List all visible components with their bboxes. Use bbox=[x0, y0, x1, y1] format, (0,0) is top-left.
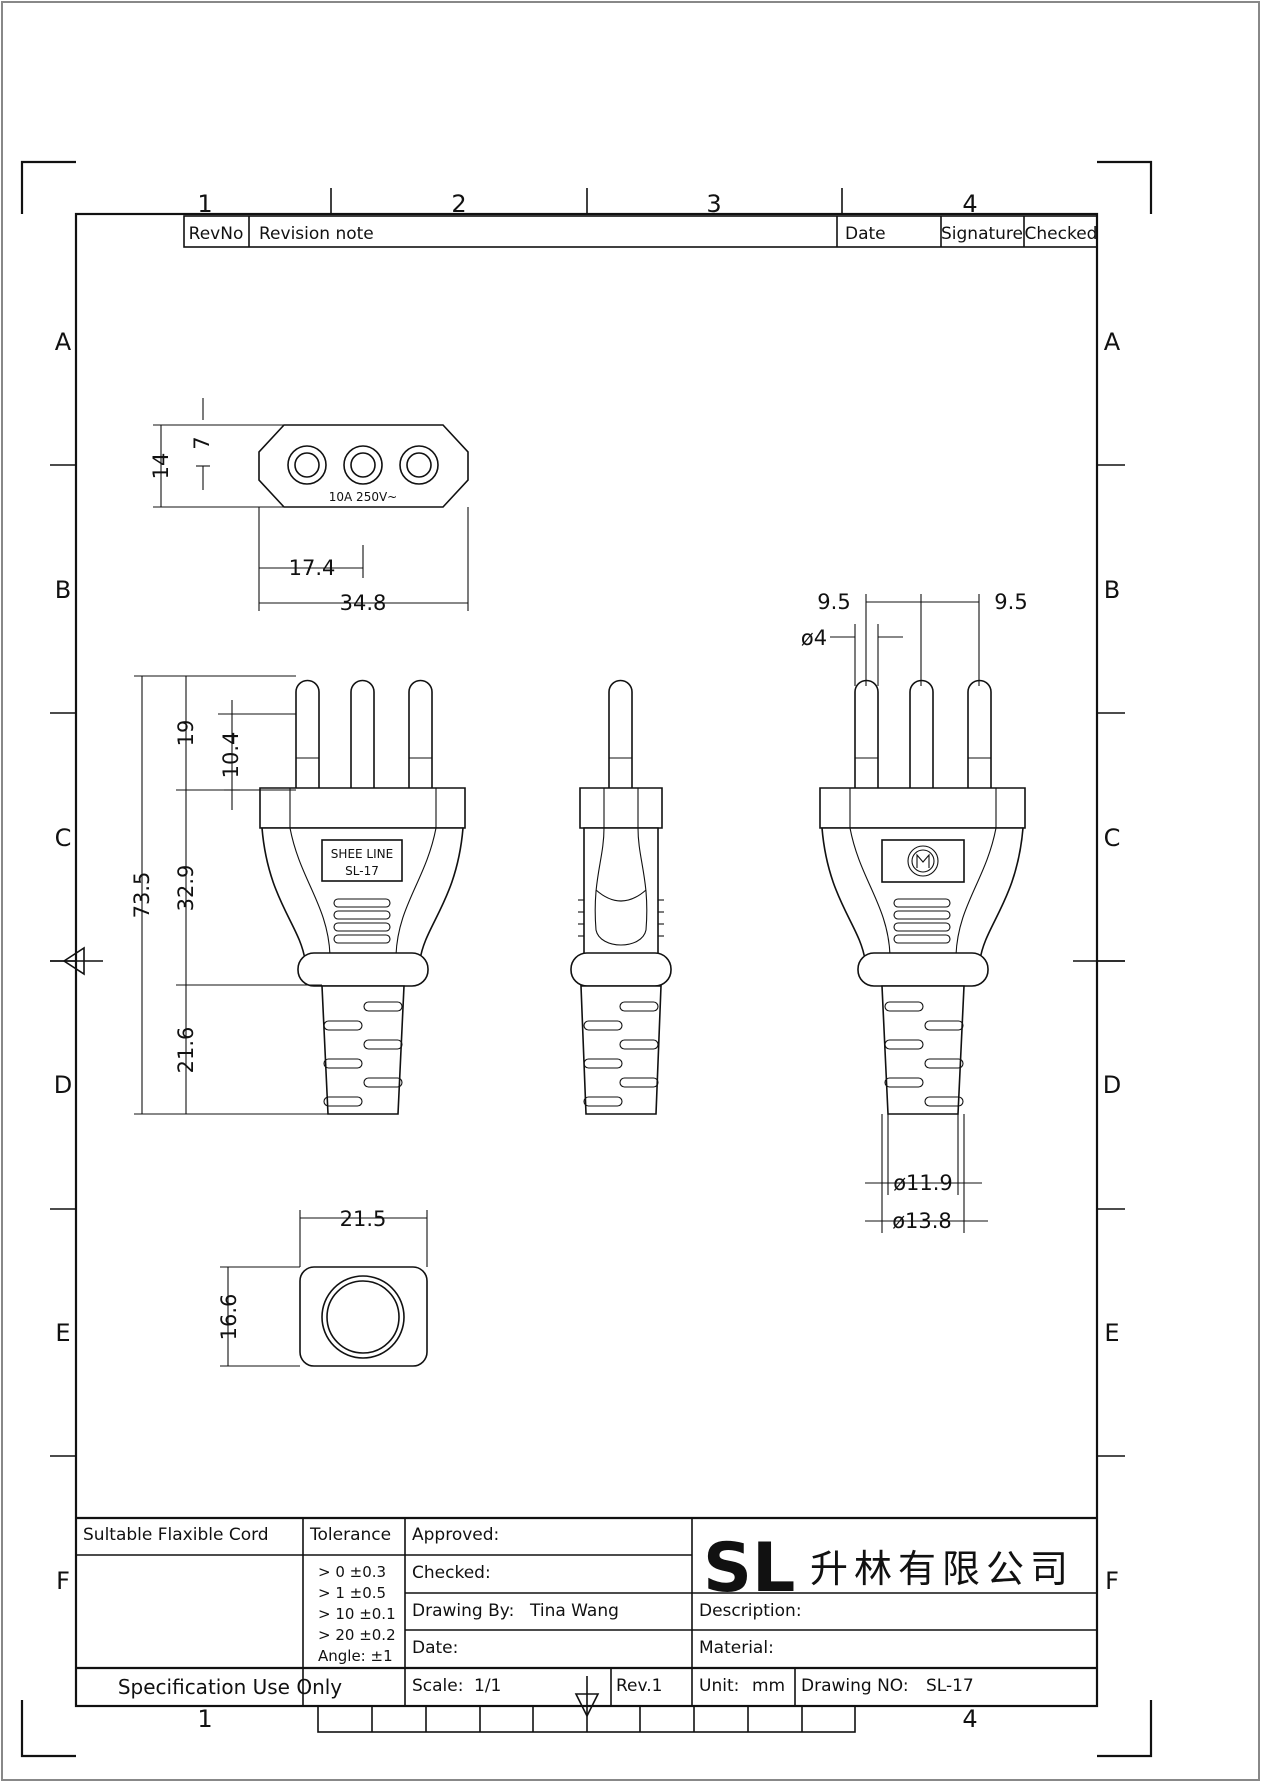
dim-cord-dia-inner: ø11.9 bbox=[893, 1171, 953, 1195]
dim-cord-dia-outer: ø13.8 bbox=[892, 1209, 952, 1233]
dim-pin-pitch-right: 9.5 bbox=[994, 590, 1027, 614]
certification-mark-icon bbox=[907, 845, 939, 877]
revision-table: RevNo Revision note Date Signature Check… bbox=[183, 215, 1098, 248]
dim-body-length: 32.9 bbox=[174, 865, 198, 912]
row-label-c: C bbox=[55, 824, 72, 852]
spec-use-only: Specification Use Only bbox=[118, 1675, 342, 1699]
dim-pin-diameter: ø4 bbox=[801, 626, 827, 650]
dim-face-half-width: 17.4 bbox=[289, 556, 336, 580]
row-label-d: D bbox=[54, 1071, 72, 1099]
scale-label: Scale: bbox=[412, 1676, 463, 1696]
approved-label: Approved: bbox=[412, 1525, 499, 1545]
row-label-e: E bbox=[55, 1319, 70, 1347]
signature-header: Signature bbox=[941, 224, 1023, 244]
dim-pin-length: 19 bbox=[174, 720, 198, 747]
dim-face-height: 14 bbox=[149, 453, 173, 480]
col-label-1: 1 bbox=[197, 190, 212, 218]
front-label-line2: SL-17 bbox=[345, 864, 379, 878]
revno-header: RevNo bbox=[189, 224, 244, 244]
plug-bottom-view: 21.5 16.6 bbox=[217, 1207, 428, 1367]
row-label-f-right: F bbox=[1105, 1567, 1119, 1595]
checked-header: Checked bbox=[1025, 224, 1098, 244]
cord-header: Sultable Flaxible Cord bbox=[83, 1525, 269, 1545]
plug-back-view: 9.5 9.5 ø4 ø11.9 ø13.8 bbox=[801, 590, 1028, 1233]
scale-value: 1/1 bbox=[474, 1676, 501, 1696]
description-label: Description: bbox=[699, 1601, 802, 1621]
col-label-3: 3 bbox=[706, 190, 721, 218]
row-label-b-right: B bbox=[1104, 576, 1120, 604]
centering-mark-icon bbox=[50, 946, 1125, 976]
unit-label: Unit: bbox=[699, 1676, 739, 1696]
rating-marking: 10A 250V~ bbox=[329, 490, 397, 504]
plug-side-view bbox=[570, 679, 672, 1115]
plug-face-view: 10A 250V~ 14 7 17.4 34.8 bbox=[149, 398, 469, 615]
dim-pin-pitch-left: 9.5 bbox=[817, 590, 850, 614]
dim-bottom-width: 21.5 bbox=[340, 1207, 387, 1231]
plug-front-view: SHEE LINE SL-17 bbox=[130, 675, 466, 1115]
dim-face-half-height: 7 bbox=[190, 436, 214, 449]
row-label-e-right: E bbox=[1104, 1319, 1119, 1347]
row-label-b: B bbox=[55, 576, 71, 604]
col-label-1-bottom: 1 bbox=[197, 1705, 212, 1733]
rev-label: Rev.1 bbox=[616, 1676, 662, 1696]
dim-face-width: 34.8 bbox=[340, 591, 387, 615]
title-block: Sultable Flaxible Cord Tolerance > 0 ±0.… bbox=[76, 1516, 1097, 1732]
col-label-4-bottom: 4 bbox=[962, 1705, 977, 1733]
zone-labels: 1 2 3 4 1 4 A B C D E F A B C D E F bbox=[54, 190, 1121, 1733]
tolerance-header: Tolerance bbox=[309, 1525, 391, 1545]
dim-bottom-height: 16.6 bbox=[217, 1294, 241, 1341]
company-name: 升林有限公司 bbox=[810, 1547, 1074, 1591]
company-logo: SL bbox=[703, 1529, 795, 1608]
projection-mark-icon bbox=[574, 1676, 600, 1732]
date-label: Date: bbox=[412, 1638, 458, 1658]
drawing-no-label: Drawing NO: bbox=[801, 1676, 909, 1696]
tolerance-row-3: > 10 ±0.1 bbox=[318, 1605, 396, 1623]
row-label-f: F bbox=[56, 1567, 70, 1595]
col-label-4: 4 bbox=[962, 190, 977, 218]
material-label: Material: bbox=[699, 1638, 774, 1658]
dim-sleeve-length: 21.6 bbox=[174, 1027, 198, 1074]
bottom-ruler bbox=[317, 1705, 856, 1733]
date-header: Date bbox=[845, 224, 886, 244]
drawing-by-value: Tina Wang bbox=[529, 1601, 619, 1621]
tolerance-row-2: > 1 ±0.5 bbox=[318, 1584, 386, 1602]
drawing-no-value: SL-17 bbox=[926, 1676, 974, 1696]
drawing-by-label: Drawing By: bbox=[412, 1601, 514, 1621]
row-label-d-right: D bbox=[1103, 1071, 1121, 1099]
dim-total-length: 73.5 bbox=[130, 872, 154, 919]
front-label-line1: SHEE LINE bbox=[331, 847, 393, 861]
checked-label: Checked: bbox=[412, 1563, 491, 1583]
tolerance-row-1: > 0 ±0.3 bbox=[318, 1563, 386, 1581]
row-label-c-right: C bbox=[1104, 824, 1121, 852]
dim-pin-tip: 10.4 bbox=[219, 732, 243, 779]
unit-value: mm bbox=[752, 1676, 785, 1696]
tolerance-row-4: > 20 ±0.2 bbox=[318, 1626, 396, 1644]
row-label-a-right: A bbox=[1104, 328, 1121, 356]
revision-note-header: Revision note bbox=[259, 224, 374, 244]
row-label-a: A bbox=[55, 328, 72, 356]
col-label-2: 2 bbox=[451, 190, 466, 218]
tolerance-row-5: Angle: ±1 bbox=[318, 1647, 393, 1665]
